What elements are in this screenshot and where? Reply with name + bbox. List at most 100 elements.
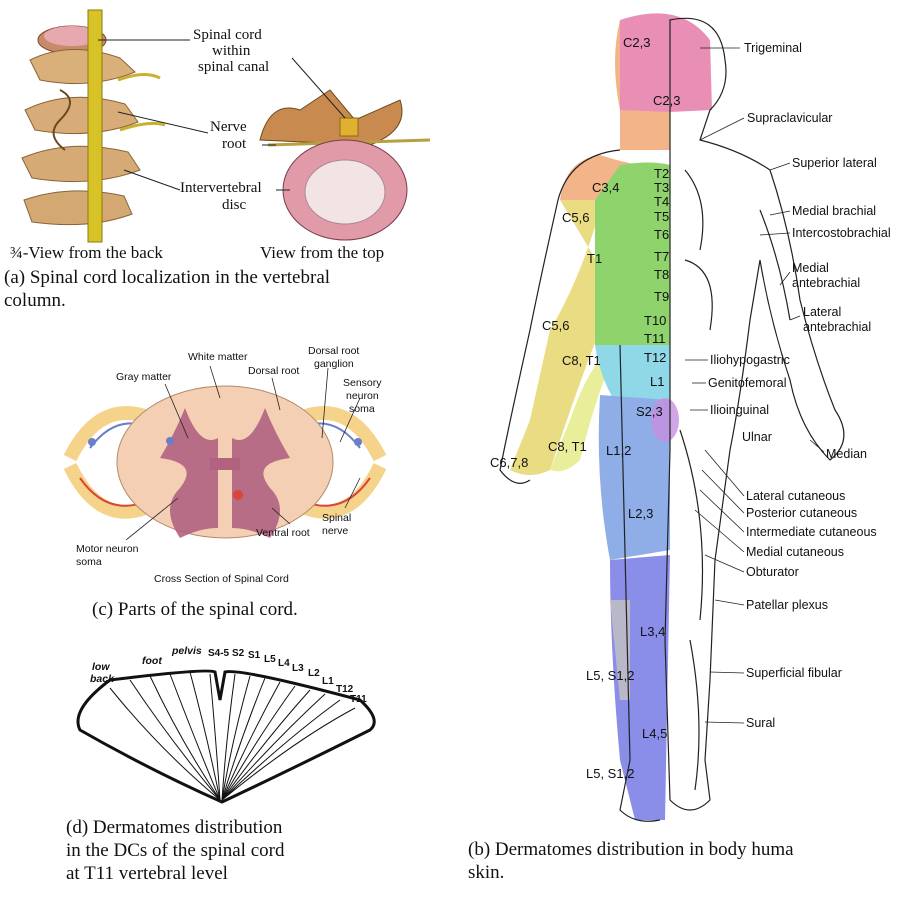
label-spinal-cord-3: spinal canal (198, 59, 269, 75)
caption-b: (b) Dermatomes distribution in body huma… (468, 838, 916, 884)
label-l5: L5 (264, 654, 276, 665)
derm-t7: T7 (654, 249, 669, 264)
label-motor-neuron: Motor neuron (76, 543, 139, 555)
caption-d-line3: at T11 vertebral level (66, 862, 386, 885)
derm-l12: L1,2 (606, 443, 631, 458)
label-cross-section: Cross Section of Spinal Cord (154, 573, 289, 585)
nerve-lateral-antebrachial: Lateral (803, 305, 841, 319)
derm-c56-a: C5,6 (562, 210, 589, 225)
caption-a-line1: (a) Spinal cord localization in the vert… (4, 266, 444, 289)
label-s4-5: S4-5 (208, 648, 230, 659)
derm-l23: L2,3 (628, 506, 653, 521)
panel-d-dc-dermatomes: low back foot pelvis S4-5 S2 S1 L5 L4 L3… (70, 640, 400, 810)
label-sensory: Sensory (343, 377, 382, 389)
vertebra-top-view-image (260, 90, 430, 240)
nerve-ulnar: Ulnar (742, 430, 772, 444)
derm-l1: L1 (650, 374, 664, 389)
panel-b-body-dermatomes: C2,3 C2,3 C3,4 C5,6 C5,6 T1 C8, T1 C8, T… (470, 0, 918, 828)
caption-c: (c) Parts of the spinal cord. (92, 598, 298, 621)
derm-l5s12-b: L5, S1,2 (586, 766, 634, 781)
label-nerve: Nerve (210, 119, 247, 135)
label-l2: L2 (308, 668, 320, 679)
caption-d-line2: in the DCs of the spinal cord (66, 839, 386, 862)
nerve-median: Median (826, 447, 867, 461)
caption-d-line1: (d) Dermatomes distribution (66, 816, 386, 839)
label-sensory-2: neuron (346, 390, 379, 402)
label-gray-matter: Gray matter (116, 371, 172, 383)
label-foot: foot (142, 655, 162, 667)
vertebral-column-image (22, 10, 165, 242)
derm-l45: L4,5 (642, 726, 667, 741)
derm-c8t1-a: C8, T1 (562, 353, 601, 368)
label-s1: S1 (248, 650, 261, 661)
nerve-iliohypogastric: Iliohypogastric (710, 353, 790, 367)
derm-l5s12-a: L5, S1,2 (586, 668, 634, 683)
label-view-top: View from the top (260, 243, 384, 262)
panel-a-vertebral-column: Spinal cord within spinal canal Nerve ro… (0, 0, 440, 262)
label-l3: L3 (292, 663, 304, 674)
panel-c-spinal-cord-section: White matter Gray matter Dorsal root Dor… (60, 338, 390, 588)
label-l1: L1 (322, 676, 334, 687)
label-intervertebral: Intervertebral (180, 180, 262, 196)
label-back: back (90, 673, 115, 685)
label-sensory-3: soma (349, 403, 375, 415)
derm-t4: T4 (654, 194, 669, 209)
label-dorsal-root: Dorsal root (248, 365, 299, 377)
caption-b-line1: (b) Dermatomes distribution in body huma (468, 838, 916, 861)
nerve-intermediate-cutaneous: Intermediate cutaneous (746, 525, 877, 539)
nerve-posterior-cutaneous: Posterior cutaneous (746, 506, 857, 520)
label-s2: S2 (232, 648, 245, 659)
nerve-superior-lateral: Superior lateral (792, 156, 877, 170)
caption-a: (a) Spinal cord localization in the vert… (4, 266, 444, 312)
label-t11: T11 (350, 694, 367, 705)
derm-t8: T8 (654, 267, 669, 282)
label-ventral-root: Ventral root (256, 527, 310, 539)
nerve-intercostobrachial: Intercostobrachial (792, 226, 891, 240)
derm-t11: T11 (644, 331, 665, 346)
caption-a-line2: column. (4, 289, 444, 312)
derm-t5: T5 (654, 209, 669, 224)
derm-t2: T2 (654, 166, 669, 181)
nerve-obturator: Obturator (746, 565, 799, 579)
panel-d-illustration: low back foot pelvis S4-5 S2 S1 L5 L4 L3… (70, 640, 400, 810)
nerve-medial-antebrachial-2: antebrachial (792, 276, 860, 290)
derm-c8t1-b: C8, T1 (548, 439, 587, 454)
nerve-lateral-antebrachial-2: antebrachial (803, 320, 871, 334)
body-dermatome-map (510, 13, 712, 820)
label-spinal-nerve-2: nerve (322, 525, 348, 537)
caption-b-line2: skin. (468, 861, 916, 884)
derm-t9: T9 (654, 289, 669, 304)
caption-d: (d) Dermatomes distribution in the DCs o… (66, 816, 386, 885)
derm-c56-b: C5,6 (542, 318, 569, 333)
nerve-patellar-plexus: Patellar plexus (746, 598, 828, 612)
nerve-medial-antebrachial: Medial (792, 261, 829, 275)
derm-l34: L3,4 (640, 624, 665, 639)
label-drg: Dorsal root (308, 345, 359, 357)
nerve-lateral-cutaneous: Lateral cutaneous (746, 489, 845, 503)
label-disc: disc (222, 197, 247, 213)
derm-s23: S2,3 (636, 404, 663, 419)
nerve-superficial-fibular: Superficial fibular (746, 666, 842, 680)
nerve-sural: Sural (746, 716, 775, 730)
label-view-back: ¾-View from the back (10, 243, 163, 262)
derm-c34: C3,4 (592, 180, 619, 195)
label-root: root (222, 136, 247, 152)
nerve-supraclavicular: Supraclavicular (747, 111, 832, 125)
derm-c23-a: C2,3 (623, 35, 650, 50)
nerve-medial-brachial: Medial brachial (792, 204, 876, 218)
derm-t12: T12 (644, 350, 666, 365)
derm-t10: T10 (644, 313, 666, 328)
label-motor-2: soma (76, 556, 102, 568)
panel-c-illustration: White matter Gray matter Dorsal root Dor… (60, 338, 390, 588)
derm-c23-b: C2,3 (653, 93, 680, 108)
label-l4: L4 (278, 658, 290, 669)
label-spinal-cord: Spinal cord (193, 27, 262, 43)
nerve-trigeminal: Trigeminal (744, 41, 802, 55)
derm-t6: T6 (654, 227, 669, 242)
panel-b-illustration: C2,3 C2,3 C3,4 C5,6 C5,6 T1 C8, T1 C8, T… (470, 0, 918, 828)
derm-t3: T3 (654, 180, 669, 195)
label-spinal-nerve: Spinal (322, 512, 351, 524)
derm-c678: C6,7,8 (490, 455, 528, 470)
label-white-matter: White matter (188, 351, 248, 363)
nerve-genitofemoral: Genitofemoral (708, 376, 787, 390)
